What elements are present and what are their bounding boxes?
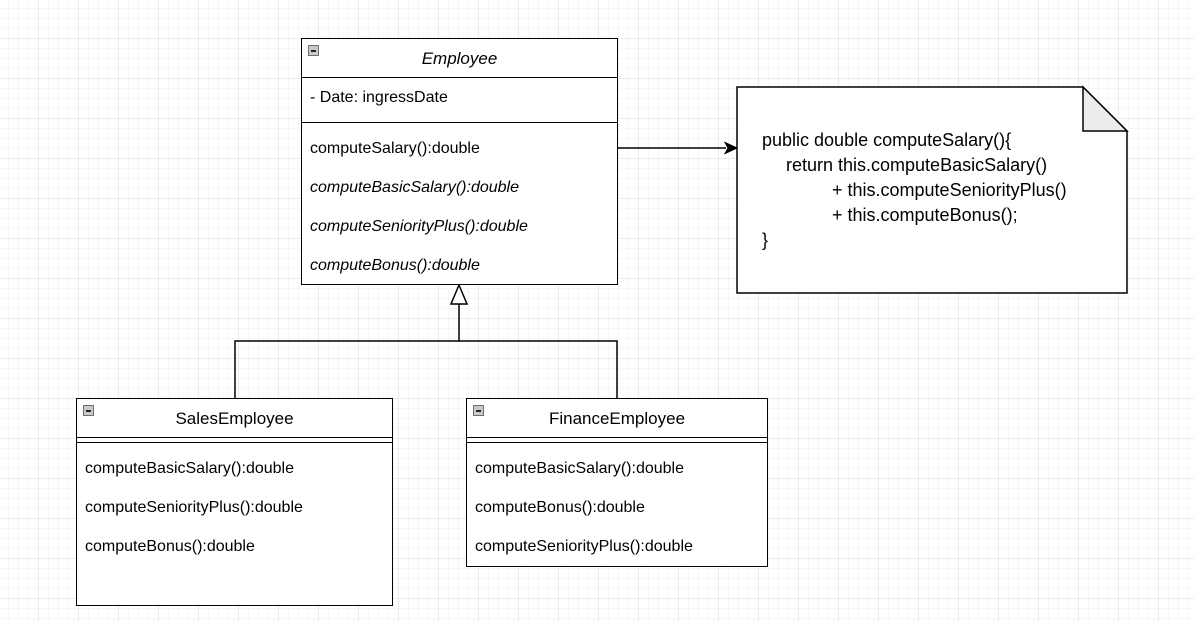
note-line: + this.computeSeniorityPlus()	[832, 180, 1067, 200]
note-line: return this.computeBasicSalary()	[786, 155, 1048, 175]
class-sales-employee-divider-2	[77, 442, 392, 443]
attribute-ingress-date: - Date: ingressDate	[310, 89, 448, 106]
method-compute-bonus: computeBonus():double	[310, 257, 480, 274]
class-finance-employee-divider-2	[467, 442, 767, 443]
class-employee-divider-2	[302, 122, 617, 123]
class-employee[interactable]: Employee - Date: ingressDate computeSala…	[301, 38, 618, 285]
collapse-icon[interactable]	[308, 45, 319, 56]
class-sales-employee-name: SalesEmployee	[175, 409, 294, 428]
note-fold-corner	[1082, 85, 1129, 132]
method-compute-salary: computeSalary():double	[310, 140, 480, 157]
method-compute-basic-salary: computeBasicSalary():double	[85, 460, 294, 477]
note-line: }	[762, 230, 769, 250]
method-compute-bonus: computeBonus():double	[85, 538, 255, 555]
note-link-arrowhead	[723, 141, 739, 155]
class-finance-employee-name: FinanceEmployee	[548, 409, 686, 428]
method-compute-seniority-plus: computeSeniorityPlus():double	[85, 499, 303, 516]
generalization-line-sales	[234, 304, 460, 399]
method-compute-seniority-plus: computeSeniorityPlus():double	[310, 218, 528, 235]
generalization-arrowhead	[449, 283, 469, 305]
method-compute-basic-salary: computeBasicSalary():double	[475, 460, 684, 477]
collapse-icon[interactable]	[473, 405, 484, 416]
note-line: + this.computeBonus();	[832, 205, 1018, 225]
class-sales-employee-header: SalesEmployee	[77, 399, 392, 438]
note-line: public double computeSalary(){	[762, 130, 1012, 150]
method-compute-seniority-plus: computeSeniorityPlus():double	[475, 538, 693, 555]
class-employee-header: Employee	[302, 39, 617, 78]
class-sales-employee-divider-1	[77, 437, 392, 438]
note-shape[interactable]	[736, 86, 1128, 294]
class-finance-employee-divider-1	[467, 437, 767, 438]
class-finance-employee-header: FinanceEmployee	[467, 399, 767, 438]
class-sales-employee[interactable]: SalesEmployee computeBasicSalary():doubl…	[76, 398, 393, 606]
class-employee-divider-1	[302, 77, 617, 78]
generalization-line-finance	[459, 340, 618, 399]
method-compute-basic-salary: computeBasicSalary():double	[310, 179, 519, 196]
class-finance-employee[interactable]: FinanceEmployee computeBasicSalary():dou…	[466, 398, 768, 567]
class-employee-name: Employee	[421, 49, 498, 68]
method-compute-bonus: computeBonus():double	[475, 499, 645, 516]
collapse-icon[interactable]	[83, 405, 94, 416]
